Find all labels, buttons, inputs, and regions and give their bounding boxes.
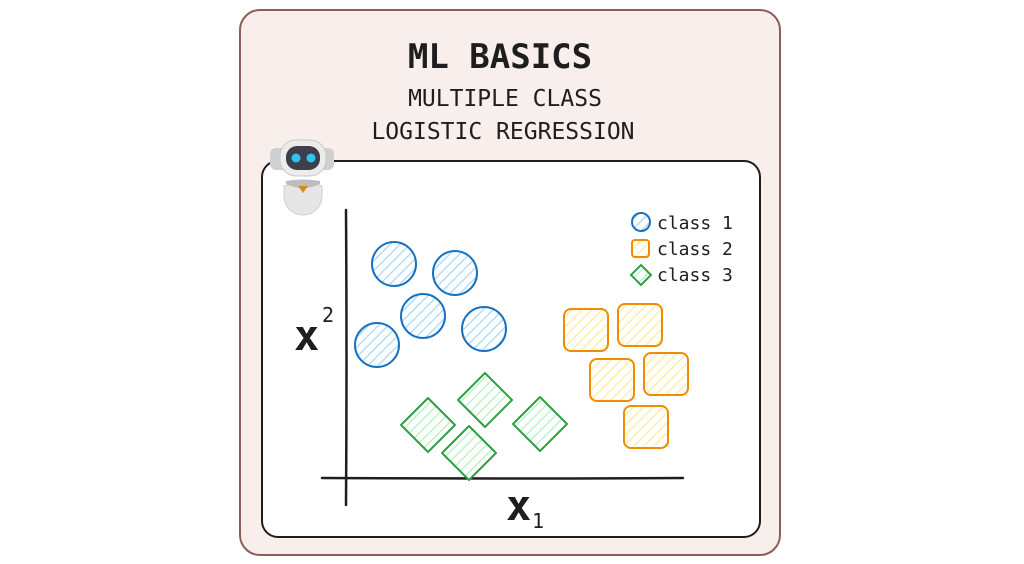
x-axis bbox=[320, 476, 685, 480]
title: ML BASICS bbox=[408, 37, 592, 77]
robot-icon bbox=[270, 139, 334, 216]
subtitle-line-2: LOGISTIC REGRESSION bbox=[371, 119, 634, 145]
class-2-point bbox=[623, 405, 669, 449]
class-2-point bbox=[617, 303, 663, 347]
class-1-point bbox=[354, 322, 400, 368]
class-3-point bbox=[512, 396, 568, 452]
subtitle-line-1: MULTIPLE CLASS bbox=[408, 86, 602, 112]
class-1-point bbox=[432, 250, 478, 296]
axes bbox=[320, 208, 685, 507]
x-axis-label: x bbox=[506, 481, 531, 530]
class-2-point bbox=[589, 358, 635, 402]
class-3-point bbox=[400, 397, 456, 453]
x-axis-subscript: 1 bbox=[532, 509, 544, 533]
legend-square-icon bbox=[631, 239, 650, 258]
class-1-point bbox=[400, 293, 446, 339]
legend: class 1 class 2 class 3 bbox=[629, 212, 733, 287]
y-axis-subscript: 2 bbox=[322, 303, 334, 327]
class-2-point bbox=[643, 352, 689, 396]
class-3-point bbox=[441, 425, 497, 481]
y-axis-label: x bbox=[294, 311, 319, 360]
legend-circle-icon bbox=[631, 212, 651, 232]
legend-label-class-3: class 3 bbox=[657, 265, 733, 286]
legend-diamond-icon bbox=[629, 263, 653, 287]
legend-label-class-1: class 1 bbox=[657, 213, 733, 234]
class-1-point bbox=[461, 306, 507, 352]
y-axis bbox=[344, 208, 348, 507]
class-3-point bbox=[457, 372, 513, 428]
class-2-point bbox=[563, 308, 609, 352]
class-1-point bbox=[371, 241, 417, 287]
legend-label-class-2: class 2 bbox=[657, 239, 733, 260]
